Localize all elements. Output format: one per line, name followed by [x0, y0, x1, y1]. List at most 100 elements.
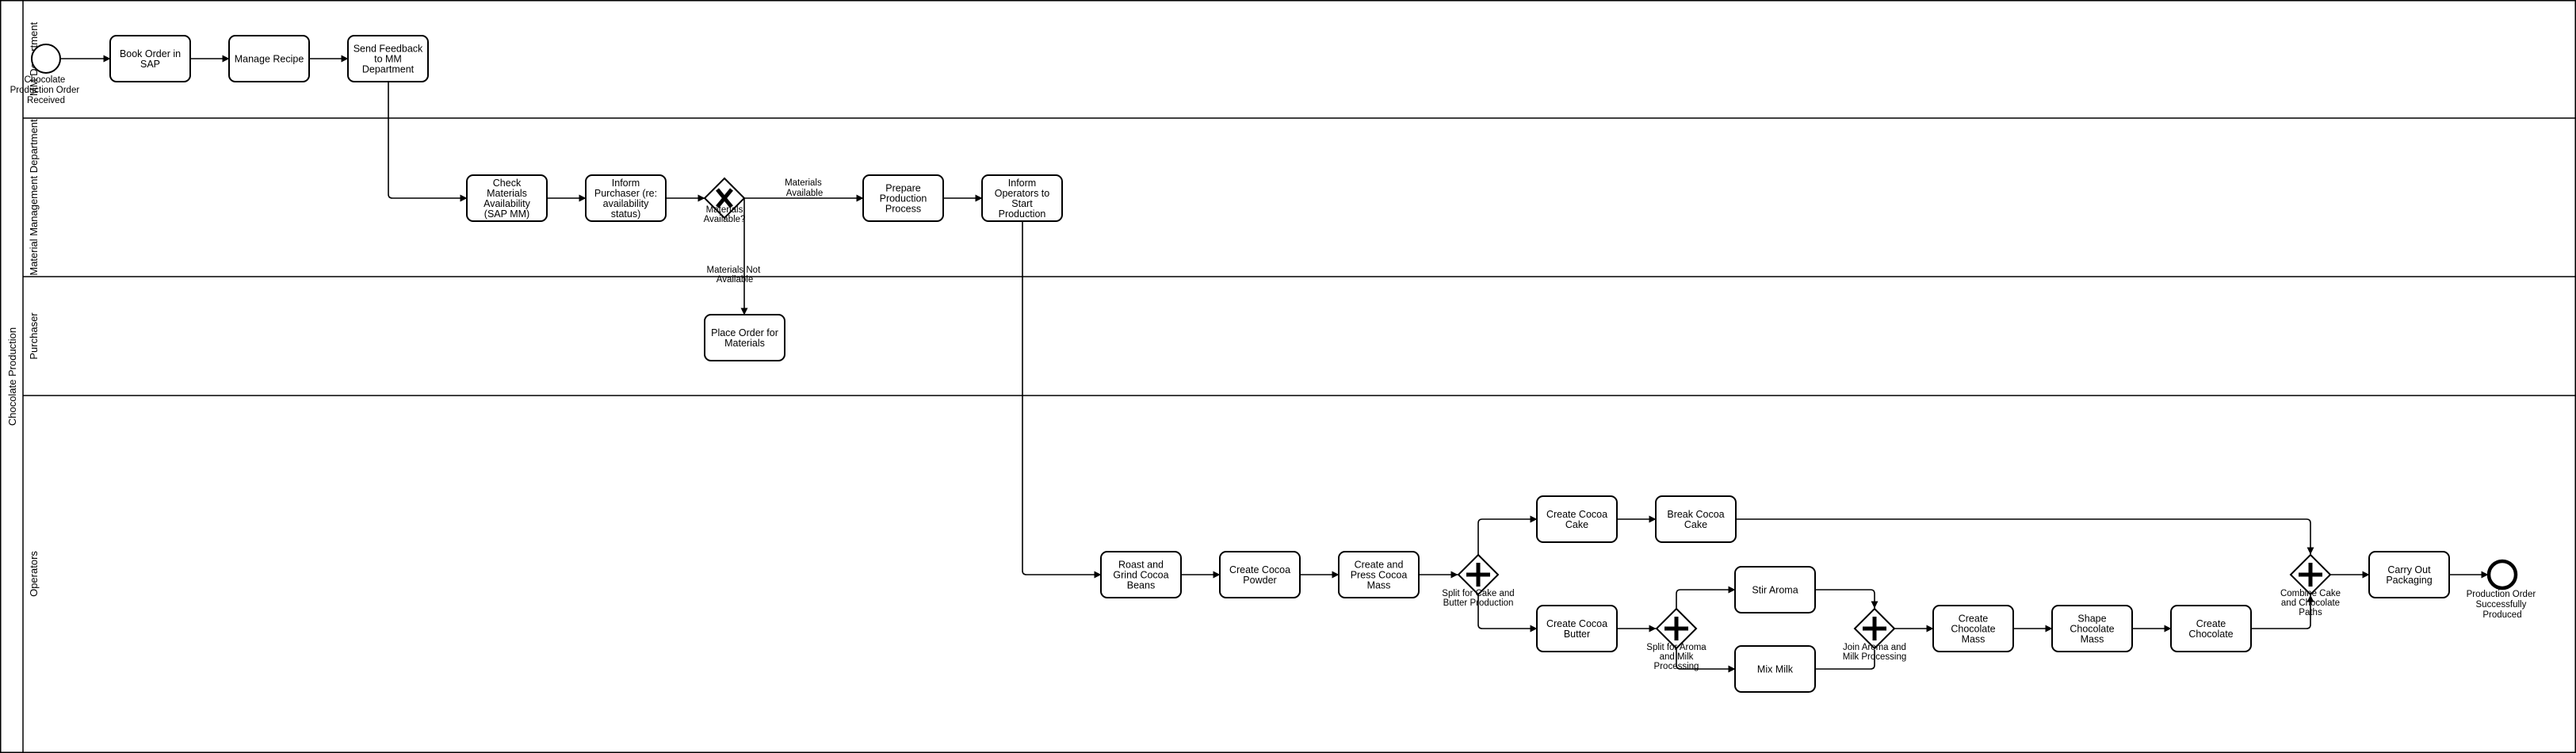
task-box[interactable] [228, 35, 310, 82]
flow-split1-to-cake [1477, 515, 1538, 555]
flow-chocolate-to-combine [2251, 594, 2314, 629]
flow-split2-to-milk [1676, 648, 1736, 673]
flow-split2-to-stir [1676, 586, 1736, 609]
parallel-plus-icon [2299, 563, 2322, 587]
end-event-label: Production Order Successfully Produced [2467, 590, 2539, 620]
end-event[interactable]: Production Order Successfully Produced [2467, 559, 2539, 620]
start-event-label: Chocolate Production Order Received [10, 75, 82, 105]
lane-label-operators: Operators [28, 551, 40, 597]
exclusive-x-icon [716, 188, 733, 208]
task-label: Mix Milk [1757, 664, 1794, 675]
flow-split1-to-butter [1477, 594, 1538, 633]
end-event-circle[interactable] [2486, 559, 2518, 591]
task-box[interactable] [1536, 495, 1618, 543]
start-event-circle[interactable] [31, 44, 61, 74]
start-event[interactable]: Chocolate Production Order Received [10, 44, 82, 105]
task-box[interactable] [585, 174, 667, 222]
task-box[interactable] [862, 174, 944, 222]
task-label: Manage Recipe [235, 54, 304, 65]
flow-break-to-combine [1736, 518, 2314, 555]
parallel-plus-icon [1863, 617, 1886, 640]
flow-milk-to-join [1815, 650, 1875, 670]
task-box[interactable] [1655, 495, 1737, 543]
task-box[interactable] [1734, 566, 1816, 613]
flow-feedback-to-check [388, 82, 468, 202]
task-milk[interactable]: Mix Milk [1734, 645, 1816, 693]
task-box[interactable] [109, 35, 191, 82]
task-box[interactable] [2368, 551, 2450, 598]
lane-label-purchaser: Purchaser [28, 312, 40, 360]
task-box[interactable] [1338, 551, 1420, 598]
sequence-flows [61, 55, 2489, 673]
parallel-plus-icon [1466, 563, 1490, 587]
task-recipe[interactable]: Manage Recipe [228, 35, 310, 82]
lane-label-material-management: Material Management Department [28, 119, 40, 276]
task-box[interactable] [2170, 605, 2252, 652]
pool-label: Chocolate Production [6, 327, 18, 426]
parallel-plus-icon [1664, 617, 1688, 640]
task-box[interactable] [1734, 645, 1816, 693]
flow-stir-to-join [1815, 589, 1878, 609]
task-box[interactable] [1932, 605, 2014, 652]
task-box[interactable] [981, 174, 1063, 222]
task-box[interactable] [1219, 551, 1301, 598]
flow-label-materials-available: Materials Available [785, 178, 824, 198]
task-box[interactable] [1536, 605, 1618, 652]
task-box[interactable] [347, 35, 429, 82]
task-box[interactable] [466, 174, 548, 222]
task-box[interactable] [704, 314, 785, 361]
task-box[interactable] [2051, 605, 2133, 652]
flow-inform-operators-to-roast [1022, 221, 1102, 579]
flow-label-materials-not-available: Materials Not Available [707, 266, 763, 285]
task-stir[interactable]: Stir Aroma [1734, 566, 1816, 613]
task-box[interactable] [1100, 551, 1182, 598]
